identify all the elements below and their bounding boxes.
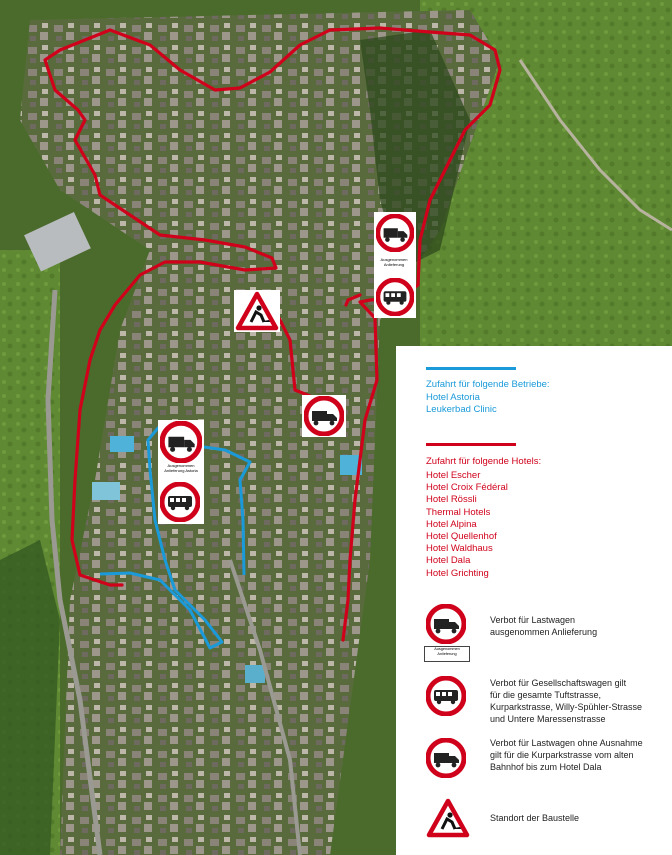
sports-hall [24, 212, 91, 272]
legend-hotel-item: Hotel Grichting [426, 567, 489, 579]
pool-area-2 [92, 482, 120, 500]
legend-hotel-item: Hotel Escher [426, 470, 481, 481]
blue-route [99, 426, 252, 650]
truck-prohibition-sign-icon [426, 738, 466, 778]
road-east [518, 59, 672, 232]
legend-hotel-item: Hotel Quellenhof [426, 531, 497, 543]
pool-area-4 [245, 665, 265, 683]
legend-hotel-item: Hotel Croix Fédéral [426, 482, 508, 494]
legend-sign-text: Verbot für Gesellschaftswagen gilt für d… [490, 678, 643, 724]
legend-blue-list: Hotel Astoria Leukerbad Clinic [426, 392, 497, 416]
legend-hotel-item: Hotel Waldhaus [426, 543, 493, 555]
legend-blue-item: Hotel Astoria [426, 392, 480, 403]
forest-strip [360, 30, 470, 270]
truck-prohibition-sign-icon [426, 604, 466, 644]
bus-prohibition-sign-icon [426, 676, 466, 716]
legend-hotel-item: Hotel Alpina [426, 518, 477, 530]
pool-area-3 [340, 455, 362, 475]
legend-red-title: Zufahrt für folgende Hotels: [426, 456, 542, 467]
main-road [45, 289, 103, 855]
legend-blue-title: Zufahrt für folgende Betriebe: [426, 379, 550, 390]
legend-red-list: Hotel Escher Hotel Croix Fédéral Hotel R… [426, 470, 508, 580]
map-sign-note-left: Ausgenommen Anlieferung Astoria [160, 463, 202, 479]
legend-hotel-item: Hotel Dala [426, 555, 471, 567]
legend-red-line [426, 443, 516, 446]
legend-hotel-item: Hotel Rössli [426, 494, 477, 506]
forest-river [0, 540, 60, 855]
red-route [43, 26, 502, 642]
map-sign-note-top-right: Ausgenommen Anlieferung [375, 257, 413, 273]
truck-sign-icon [378, 216, 412, 250]
legend-sign-note: Ausgenommen Anlieferung [424, 646, 470, 662]
legend-sign-text: Verbot für Lastwagen ohne Ausnahme gilt … [490, 738, 643, 772]
legend-sign-text: Standort der Baustelle [490, 813, 580, 823]
road-south [228, 559, 302, 855]
legend-sign-text: Verbot für Lastwagen ausgenommen Anliefe… [490, 615, 598, 637]
truck-sign-icon [306, 398, 342, 434]
legend-panel: Zufahrt für folgende Betriebe: Hotel Ast… [396, 346, 672, 855]
bus-sign-icon [378, 280, 412, 314]
bus-sign-icon [162, 484, 198, 520]
legend-hotel-item: Thermal Hotels [426, 506, 491, 518]
construction-warning-sign-icon [426, 798, 470, 838]
pool-area [110, 436, 134, 452]
truck-sign-icon [162, 423, 200, 461]
legend-blue-item: Leukerbad Clinic [426, 404, 497, 416]
legend-blue-line [426, 367, 516, 370]
